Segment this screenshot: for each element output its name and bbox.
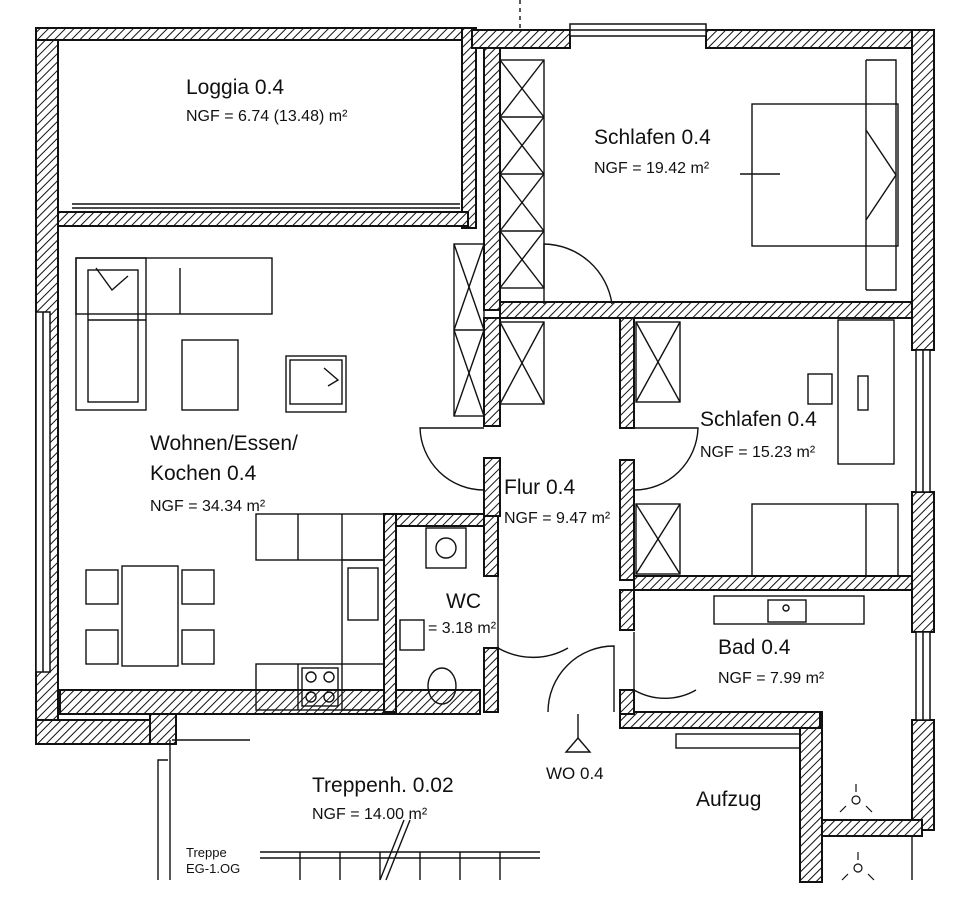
room-area-bad: NGF = 7.99 m² [718, 670, 825, 687]
room-area-schlafen-1: NGF = 19.42 m² [594, 160, 710, 177]
furniture [75, 0, 913, 881]
light-fixtures [839, 784, 875, 881]
room-name-loggia: Loggia 0.4 [186, 76, 285, 99]
interior-walls [57, 47, 913, 715]
stair-label-line-2: EG-1.OG [186, 861, 241, 876]
room-area-treppenhaus: NGF = 14.00 m² [312, 806, 428, 823]
elevator-label: Aufzug [696, 788, 762, 811]
entrance-marker [564, 714, 592, 753]
room-area-wohnen: NGF = 34.34 m² [150, 498, 266, 515]
room-area-flur: NGF = 9.47 m² [504, 510, 611, 527]
room-name-wohnen-line-2: Kochen 0.4 [150, 462, 257, 485]
room-area-loggia: NGF = 6.74 (13.48) m² [186, 108, 348, 125]
room-area-wc: = 3.18 m² [428, 620, 497, 637]
room-name-bad: Bad 0.4 [718, 636, 791, 659]
entrance-label: WO 0.4 [546, 764, 604, 783]
windows [35, 23, 931, 721]
room-name-schlafen-2: Schlafen 0.4 [700, 408, 817, 431]
room-name-treppenhaus: Treppenh. 0.02 [312, 774, 454, 797]
room-name-schlafen-1: Schlafen 0.4 [594, 126, 711, 149]
stair-label-line-1: Treppe [186, 845, 227, 860]
wardrobes [453, 59, 681, 575]
room-name-flur: Flur 0.4 [504, 476, 576, 499]
room-name-wohnen-line-1: Wohnen/Essen/ [150, 432, 298, 455]
room-name-wc: WC [446, 590, 481, 613]
doors [419, 243, 699, 713]
room-area-schlafen-2: NGF = 15.23 m² [700, 444, 816, 461]
